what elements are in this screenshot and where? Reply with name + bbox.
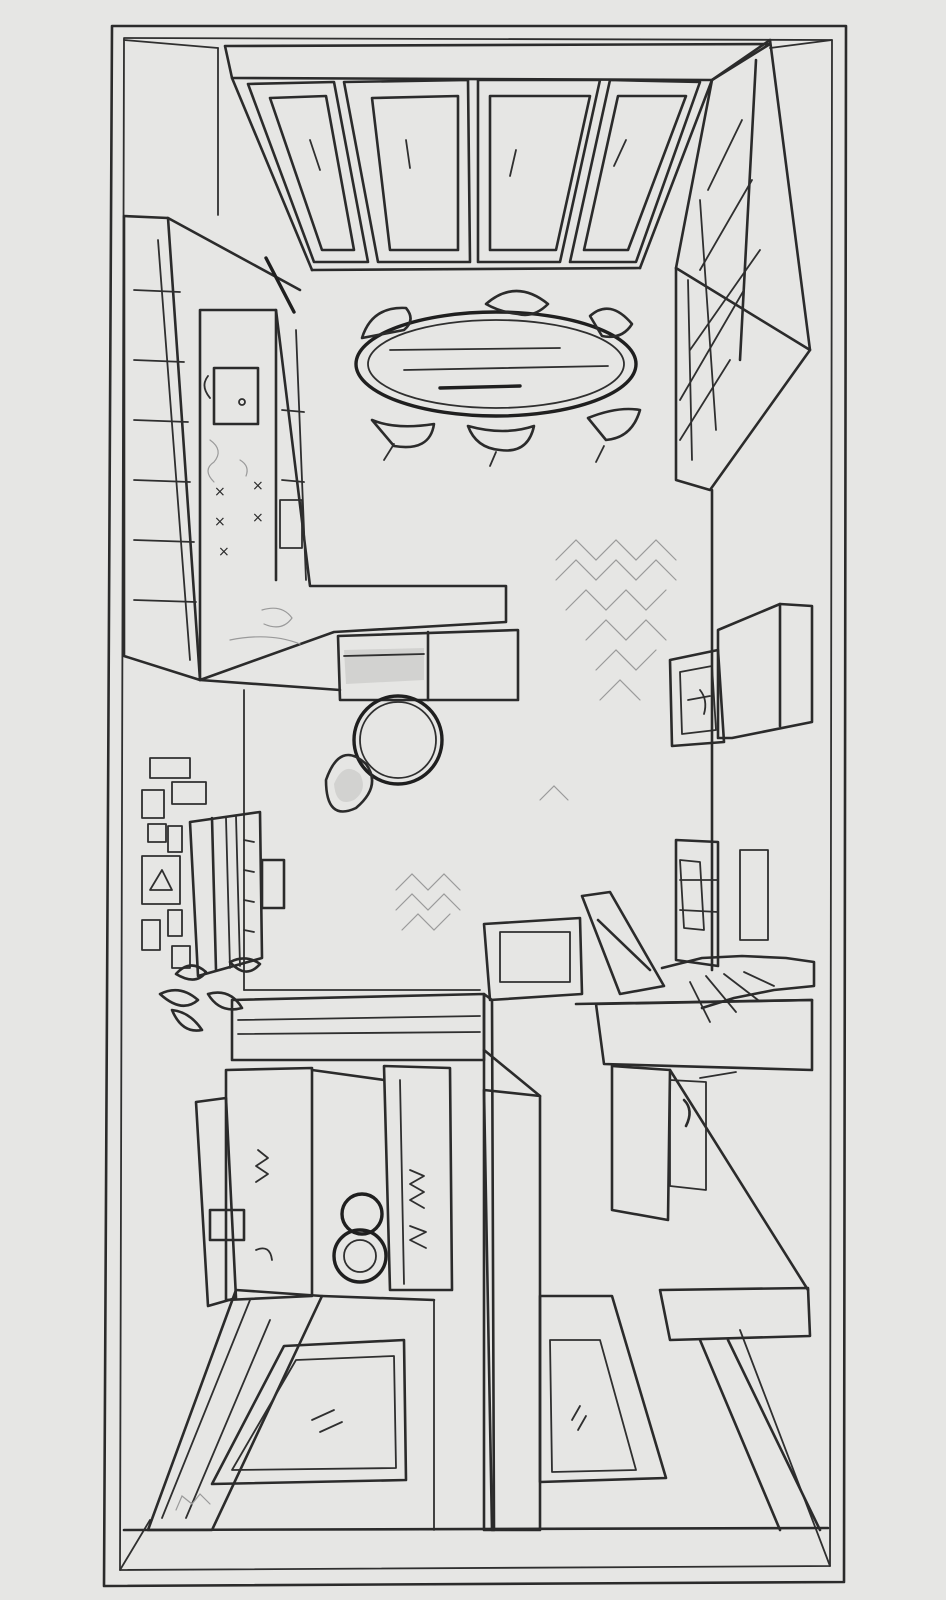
bedroom-floor [122,1294,830,1532]
window-wall [223,42,772,272]
burner-mark: × [214,484,226,500]
burner-mark: × [252,478,264,494]
burner-mark: × [218,544,230,560]
dining-chairs [360,289,642,467]
potted-plant [158,957,262,1032]
burner-mark: × [252,510,264,526]
right-wall-unit [674,488,769,972]
tv-cabinet [668,602,814,748]
bookshelf [674,38,812,492]
round-side-table [324,694,444,813]
perspective-lines [119,39,833,1571]
dining-table [354,310,638,418]
piano [188,810,286,978]
sofa [336,628,520,702]
burner-mark: × [214,514,226,530]
wardrobe [594,998,822,1532]
herringbone-floor [395,539,677,931]
